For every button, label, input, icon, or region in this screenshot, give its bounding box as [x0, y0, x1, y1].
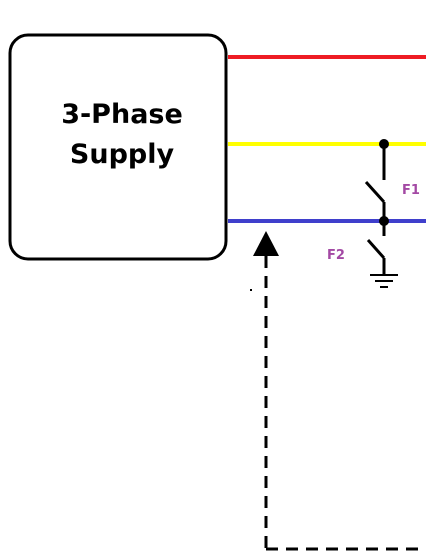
f2-switch-blade: [366, 239, 386, 259]
f1-switch-blade: [364, 180, 386, 204]
stray-dot: [250, 289, 252, 291]
fault-label-f1: F1: [402, 183, 420, 198]
supply-label-line2: Supply: [70, 139, 175, 170]
arrow-up-icon: [253, 231, 279, 256]
ground-icon: [370, 274, 398, 288]
supply-label-line1: 3-Phase: [61, 99, 183, 130]
supply-box: [8, 33, 228, 261]
fault-label-f2: F2: [327, 248, 345, 263]
